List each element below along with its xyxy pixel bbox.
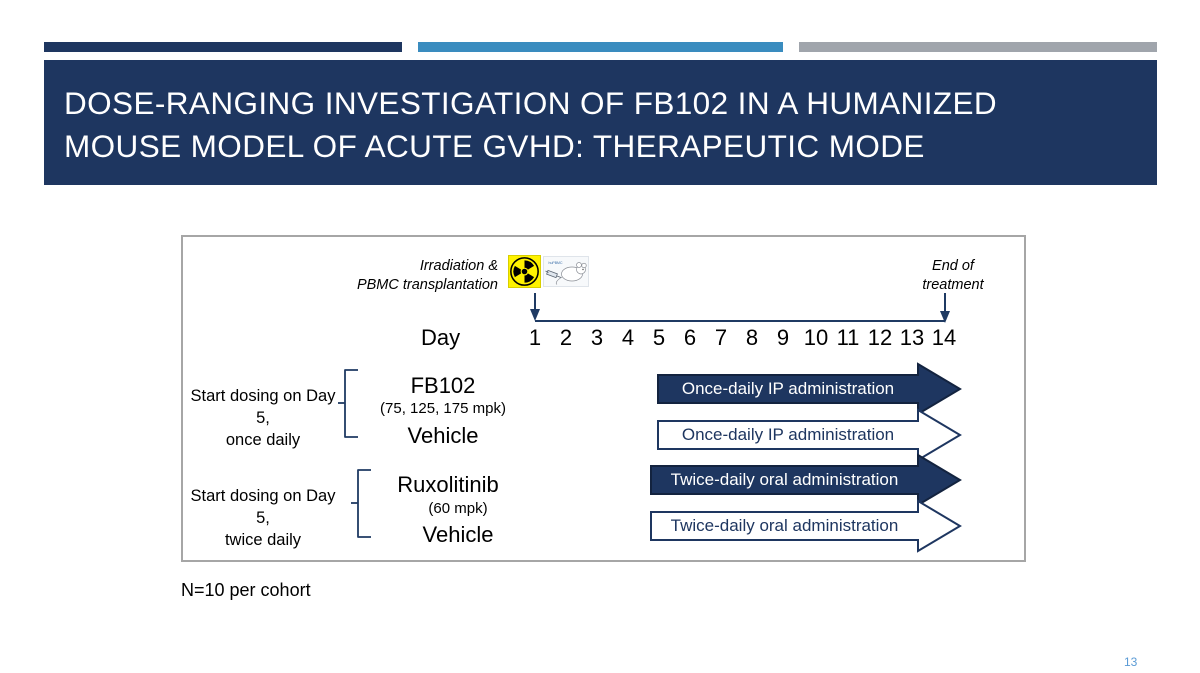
accent-bar-row <box>44 42 1157 52</box>
day-tick: 1 <box>528 325 542 350</box>
study-design-diagram: Irradiation & PBMC transplantation End o… <box>181 235 1026 562</box>
day-tick: 7 <box>714 325 728 350</box>
arm-name-ruxolitinib: Ruxolitinib <box>397 472 499 497</box>
day-tick: 13 <box>899 325 925 350</box>
day-tick: 2 <box>559 325 573 350</box>
arm-name-vehicle-ip: Vehicle <box>407 423 479 448</box>
day-tick: 9 <box>776 325 790 350</box>
treatment-arrow-vehicle-ip <box>657 408 962 462</box>
group-note-once-daily: Start dosing on Day 5, once daily <box>190 387 336 449</box>
cohort-size-note: N=10 per cohort <box>181 580 311 600</box>
treatment-label-fb102: Once-daily IP administration <box>681 379 895 398</box>
accent-bar-blue <box>418 42 783 52</box>
svg-text:huPBMC: huPBMC <box>549 261 563 265</box>
end-event-label: End of treatment <box>922 258 984 293</box>
arm-dose-ruxolitinib: (60 mpk) <box>428 500 488 517</box>
treatment-arrow-group <box>650 362 962 553</box>
arm-name-fb102: FB102 <box>410 373 476 398</box>
day-tick: 10 <box>803 325 829 350</box>
page-number: 13 <box>1124 655 1138 669</box>
day-tick: 12 <box>867 325 893 350</box>
treatment-arrow-vehicle-oral <box>650 499 962 553</box>
treatment-arrow-ruxolitinib <box>650 453 962 507</box>
mouse-injection-icon: huPBMC <box>543 256 589 287</box>
start-event-label: Irradiation & PBMC transplantation <box>356 258 498 293</box>
day-tick: 14 <box>931 325 957 350</box>
arm-name-vehicle-oral: Vehicle <box>422 522 494 547</box>
treatment-arrow-fb102 <box>657 362 962 416</box>
day-tick: 11 <box>836 325 860 350</box>
treatment-label-ruxolitinib: Twice-daily oral administration <box>670 470 899 489</box>
day-tick: 5 <box>652 325 666 350</box>
day-tick: 3 <box>590 325 604 350</box>
day-tick: 6 <box>683 325 697 350</box>
treatment-label-vehicle-ip: Once-daily IP administration <box>681 425 895 444</box>
group-note-twice-daily: Start dosing on Day 5, twice daily <box>190 487 336 549</box>
slide-title: DOSE-RANGING INVESTIGATION OF FB102 IN A… <box>64 85 998 164</box>
day-tick-row: 1 2 3 4 5 6 7 8 9 10 11 12 13 14 <box>529 325 965 353</box>
accent-bar-gray <box>799 42 1157 52</box>
arm-dose-fb102: (75, 125, 175 mpk) <box>380 400 506 417</box>
accent-bar-navy <box>44 42 402 52</box>
radiation-hazard-icon <box>508 255 541 288</box>
day-tick: 4 <box>621 325 635 350</box>
axis-label-day: Day <box>421 325 461 350</box>
day-tick: 8 <box>745 325 759 350</box>
title-banner: DOSE-RANGING INVESTIGATION OF FB102 IN A… <box>44 60 1157 185</box>
treatment-label-vehicle-oral: Twice-daily oral administration <box>670 516 899 535</box>
accent-bar-gap-2 <box>783 42 799 52</box>
accent-bar-gap-1 <box>402 42 418 52</box>
